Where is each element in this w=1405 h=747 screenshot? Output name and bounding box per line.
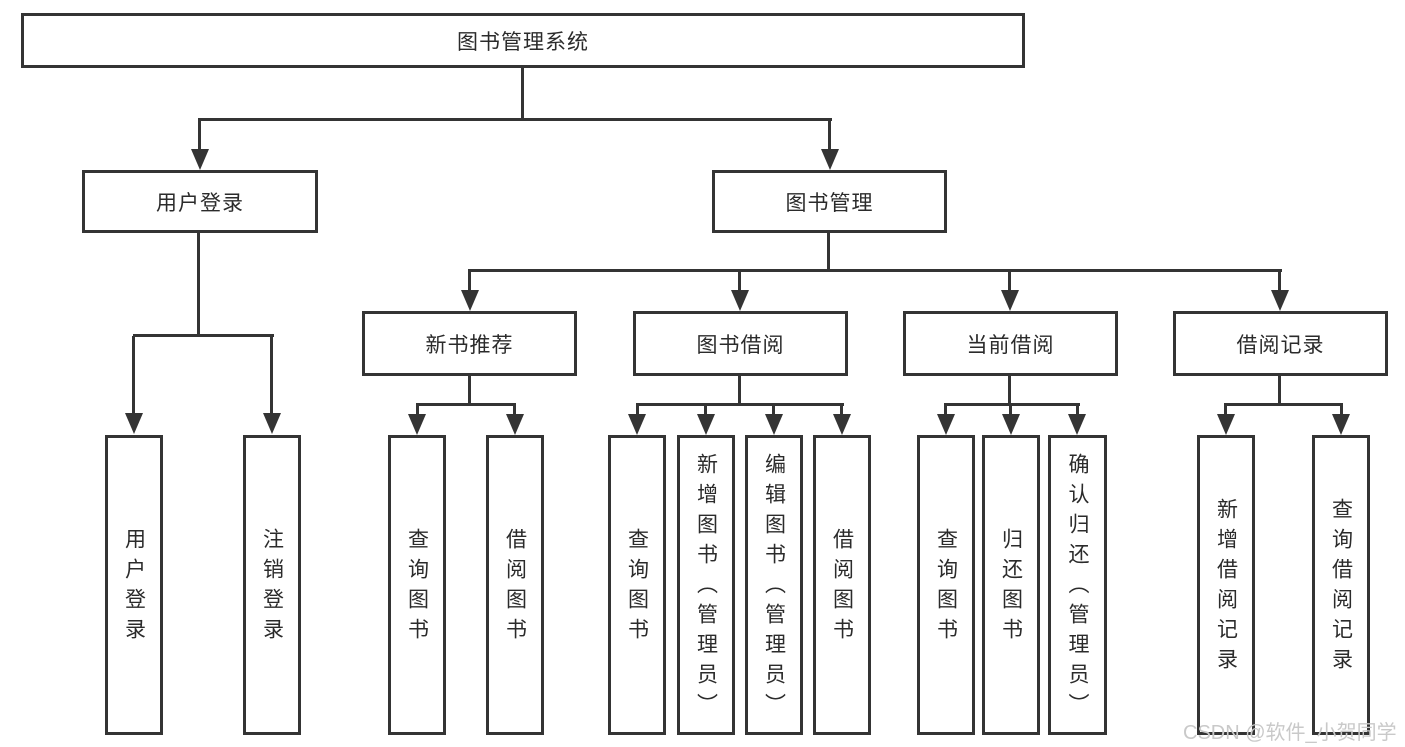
connector-group-stem [468, 376, 471, 405]
node-new-book-recommendation: 新书推荐 [362, 311, 577, 376]
arrow-down-icon [1271, 290, 1289, 311]
leaf-label: 注销登录 [260, 528, 284, 648]
leaf-label: 查询图书 [934, 528, 958, 648]
connector-leaf-shaft [840, 405, 843, 417]
connector-leaf-shaft [416, 405, 419, 417]
node-label: 图书管理系统 [457, 30, 589, 54]
node-label: 借阅记录 [1236, 333, 1325, 357]
leaf-return-books: 归还图书 [982, 435, 1040, 735]
leaf-label: 借阅图书 [830, 528, 854, 648]
connector-group-stem [1278, 376, 1281, 405]
arrow-down-icon [628, 414, 646, 435]
leaf-borrow-books-recommend: 借阅图书 [486, 435, 544, 735]
leaf-label: 新增借阅记录 [1214, 498, 1238, 678]
arrow-down-icon [1217, 414, 1235, 435]
connector-level3-bar [468, 269, 1282, 272]
node-borrowing-records: 借阅记录 [1173, 311, 1388, 376]
arrow-down-icon [263, 413, 281, 434]
node-label: 新书推荐 [425, 333, 514, 357]
arrow-down-icon [506, 414, 524, 435]
connector-leaf-shaft [1224, 405, 1227, 417]
connector-group-bar [416, 403, 516, 406]
connector-leaf-shaft [513, 405, 516, 417]
connector-leaf-shaft [704, 405, 707, 417]
connector-level3-shaft [1278, 272, 1281, 292]
leaf-add-borrow-record: 新增借阅记录 [1197, 435, 1255, 735]
node-label: 图书借阅 [696, 333, 785, 357]
leaf-label: 归还图书 [999, 528, 1023, 648]
node-label: 图书管理 [785, 191, 874, 215]
node-current-borrowing: 当前借阅 [903, 311, 1118, 376]
arrow-down-icon [765, 414, 783, 435]
connector-root-stem [521, 68, 524, 120]
leaf-user-login: 用户登录 [105, 435, 163, 735]
connector-leaf-shaft [1340, 405, 1343, 417]
leaf-label: 用户登录 [122, 528, 146, 648]
connector-user-login-shaft [198, 120, 201, 153]
arrow-down-icon [461, 290, 479, 311]
arrow-down-icon [125, 413, 143, 434]
leaf-logout: 注销登录 [243, 435, 301, 735]
connector-level3-shaft [738, 272, 741, 292]
connector-user-login-stem [197, 233, 200, 336]
leaf-borrow-books: 借阅图书 [813, 435, 871, 735]
node-label: 当前借阅 [966, 333, 1055, 357]
connector-leaf-shaft [132, 336, 135, 415]
arrow-down-icon [1001, 290, 1019, 311]
connector-book-mgmt-shaft [828, 120, 831, 153]
leaf-confirm-return-admin: 确认归还（管理员） [1048, 435, 1107, 735]
leaf-label: 确认归还（管理员） [1066, 453, 1089, 723]
leaf-edit-books-admin: 编辑图书（管理员） [745, 435, 803, 735]
csdn-watermark: CSDN @软件_小贺同学 [1183, 722, 1397, 744]
connector-book-mgmt-stem [827, 233, 830, 272]
leaf-label: 查询图书 [405, 528, 429, 648]
leaf-query-borrow-record: 查询借阅记录 [1312, 435, 1370, 735]
leaf-label: 查询图书 [625, 528, 649, 648]
node-user-login: 用户登录 [82, 170, 318, 233]
arrow-down-icon [1332, 414, 1350, 435]
leaf-label: 借阅图书 [503, 528, 527, 648]
arrow-down-icon [731, 290, 749, 311]
leaf-label: 编辑图书（管理员） [762, 453, 786, 723]
connector-root-bar [198, 118, 832, 121]
arrow-down-icon [1068, 414, 1086, 435]
arrow-down-icon [408, 414, 426, 435]
arrow-down-icon [937, 414, 955, 435]
arrow-down-icon [191, 149, 209, 170]
leaf-query-books-recommend: 查询图书 [388, 435, 446, 735]
arrow-down-icon [697, 414, 715, 435]
arrow-down-icon [821, 149, 839, 170]
node-book-management: 图书管理 [712, 170, 947, 233]
leaf-label: 查询借阅记录 [1329, 498, 1353, 678]
connector-leaf-shaft [636, 405, 639, 417]
connector-group-stem [738, 376, 741, 405]
leaf-query-books-borrowing: 查询图书 [608, 435, 666, 735]
node-label: 用户登录 [156, 191, 244, 215]
connector-leaf-shaft [1009, 405, 1012, 417]
node-library-management-system: 图书管理系统 [21, 13, 1025, 68]
node-book-borrowing: 图书借阅 [633, 311, 848, 376]
leaf-query-books-current: 查询图书 [917, 435, 975, 735]
connector-level3-shaft [468, 272, 471, 292]
connector-leaf-shaft [944, 405, 947, 417]
connector-group-bar [944, 403, 1080, 406]
connector-group-bar [1224, 403, 1343, 406]
arrow-down-icon [1002, 414, 1020, 435]
connector-user-login-bar [133, 334, 274, 337]
connector-leaf-shaft [772, 405, 775, 417]
connector-group-bar [636, 403, 844, 406]
arrow-down-icon [833, 414, 851, 435]
connector-level3-shaft [1008, 272, 1011, 292]
leaf-add-books-admin: 新增图书（管理员） [677, 435, 735, 735]
connector-group-stem [1008, 376, 1011, 405]
connector-leaf-shaft [1076, 405, 1079, 417]
connector-leaf-shaft [270, 336, 273, 415]
leaf-label: 新增图书（管理员） [694, 453, 718, 723]
